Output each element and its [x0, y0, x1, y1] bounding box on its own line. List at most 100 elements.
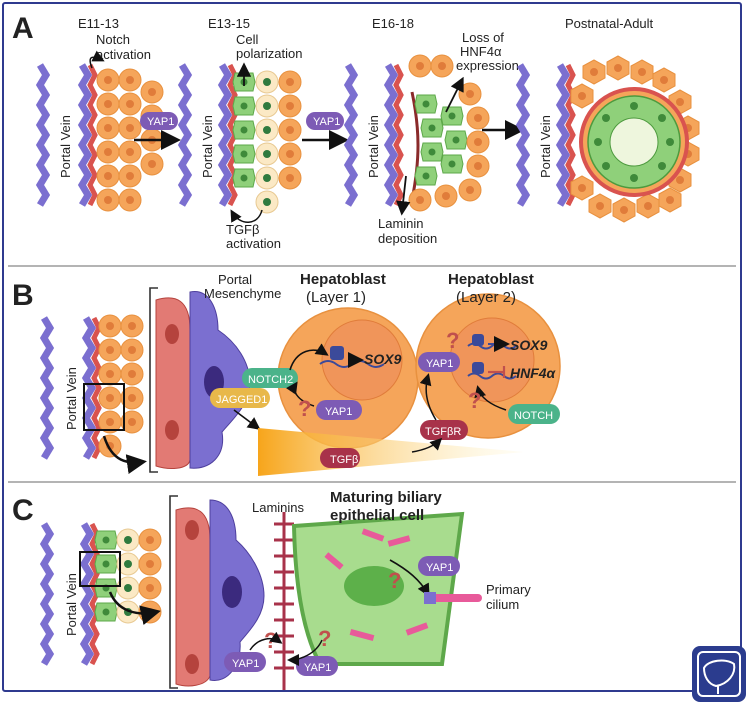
bracket-b [149, 287, 158, 473]
yap1-pill-a1 [140, 112, 178, 130]
hepatoblast2-title-l1: Hepatoblast [448, 271, 534, 288]
question-b2: ? [446, 328, 459, 353]
hepatoblast1-title-l2: (Layer 1) [306, 289, 366, 306]
tgfbr-pill [420, 420, 468, 440]
tgfb-activation-l1: TGFβ [226, 222, 259, 237]
primary-cilium [432, 594, 482, 602]
bracket-c [169, 495, 178, 689]
notch-arrow-b2 [474, 385, 507, 411]
stage-label-e13: E13-15 [208, 16, 250, 31]
question-c1: ? [388, 568, 401, 593]
tgfb-label: TGFβ [330, 454, 358, 466]
hnf4a-arrow [445, 76, 464, 113]
yap1-label-a1: YAP1 [147, 116, 174, 128]
notch2-pill [242, 368, 298, 388]
panel-b-tissue [44, 314, 144, 458]
portal-vein-label-c: Portal Vein [64, 573, 79, 636]
zoom-arrow-b [102, 435, 147, 475]
notch2-label: NOTCH2 [248, 374, 293, 386]
notch-activation-l1: Notch [96, 32, 130, 47]
jagged1-label: JAGGED1 [216, 394, 267, 406]
cell-polarization-l1: Cell [236, 32, 259, 47]
yap1-pill-c3 [296, 656, 338, 676]
tgfb-pill [320, 448, 360, 468]
laminin-deposition-l2: deposition [378, 231, 437, 246]
yap1-cilium-arrow [389, 559, 430, 597]
question-b1: ? [298, 396, 311, 421]
yap1-label-c3: YAP1 [304, 662, 331, 674]
notch2-to-sox9-arrow [289, 343, 329, 371]
panel-a-label: A [12, 12, 34, 45]
basal-body [424, 592, 436, 604]
loss-hnf4a-l2: HNF4α [460, 44, 502, 59]
sox9-label-b1: SOX9 [364, 351, 402, 367]
notch-activation-l2: activation [96, 47, 151, 62]
portal-mesenchyme-l2: Mesenchyme [204, 286, 281, 301]
laminin-arrow [396, 175, 411, 216]
notch-pill [508, 404, 560, 424]
portal-vein-label-a2: Portal Vein [200, 115, 215, 178]
sox9-label-b2: SOX9 [510, 337, 548, 353]
maturing-l2: epithelial cell [330, 507, 424, 524]
laminins-label: Laminins [252, 500, 305, 515]
portal-mesenchyme-l1: Portal [218, 272, 252, 287]
yap1-label-c2: YAP1 [232, 658, 259, 670]
portal-mesenchyme-cells [155, 291, 251, 469]
tf-complex-b1 [330, 346, 344, 360]
tf-complex-b2a [472, 334, 484, 346]
tf-complex-b2b [472, 362, 484, 374]
yap1-label-c1: YAP1 [426, 562, 453, 574]
biliary-nucleus [344, 566, 404, 606]
stage-label-e11: E11-13 [78, 16, 119, 31]
portal-vein-label-a4: Portal Vein [538, 115, 553, 178]
notch-label: NOTCH [514, 410, 553, 422]
hepatoblast2-title-l2: (Layer 2) [456, 289, 516, 306]
laminins-chain [274, 512, 294, 690]
journal-logo-icon [692, 646, 746, 702]
hnf4a-label-b2: HNF4α [510, 365, 557, 381]
maturing-l1: Maturing biliary [330, 489, 442, 506]
portal-vein-label-b: Portal Vein [64, 367, 79, 430]
yap1-laminin-arrow [249, 631, 283, 651]
yap1-label-a2: YAP1 [313, 116, 340, 128]
hepatoblast1-title-l1: Hepatoblast [300, 271, 386, 288]
loss-hnf4a-l1: Loss of [462, 30, 504, 45]
yap1-label-b1: YAP1 [325, 406, 352, 418]
tgfbr-yap1-arrow [419, 373, 437, 421]
laminin-deposition-l1: Laminin [378, 216, 424, 231]
question-c3: ? [318, 626, 331, 651]
hepatoblast2-nucleus [449, 317, 535, 403]
yap1-pill-c1 [418, 556, 460, 576]
tgfb-tgfbr-arrow [411, 437, 443, 453]
zoom-arrow-c [108, 591, 161, 626]
yap1-pill-c2 [224, 652, 266, 672]
stage3-tissue [348, 54, 490, 212]
yap1-pill-b1 [316, 400, 362, 420]
pink-fibers [324, 528, 429, 642]
yap1-to-yap1-arrow [287, 639, 323, 666]
portal-vein-label-a1: Portal Vein [58, 115, 73, 178]
panel-c-mesenchyme [175, 499, 265, 687]
yap1-label-b2: YAP1 [426, 358, 453, 370]
notch-arrow [89, 50, 105, 69]
panel-b-label: B [12, 279, 34, 312]
jagged1-pill [210, 388, 270, 408]
tgfb-activation-l2: activation [226, 236, 281, 251]
tgfb-source-arrow [233, 409, 261, 430]
stage-label-postnatal: Postnatal-Adult [565, 16, 654, 31]
cell-polarization-l2: polarization [236, 46, 303, 61]
primary-cilium-l2: cilium [486, 597, 519, 612]
yap1-notch2-arrow [286, 381, 315, 407]
stage4-tissue [520, 55, 700, 223]
stage-label-e16: E16-18 [372, 16, 414, 31]
panel-c-label: C [12, 494, 34, 527]
tgfb-arrow [230, 209, 263, 223]
question-c2: ? [264, 628, 277, 653]
panel-c-tissue [44, 524, 162, 664]
portal-vein-label-a3: Portal Vein [366, 115, 381, 178]
loss-hnf4a-l3: expression [456, 58, 519, 73]
tgfbr-label: TGFβR [425, 426, 461, 438]
question-b3: ? [468, 388, 481, 413]
yap1-pill-b2 [418, 352, 460, 372]
